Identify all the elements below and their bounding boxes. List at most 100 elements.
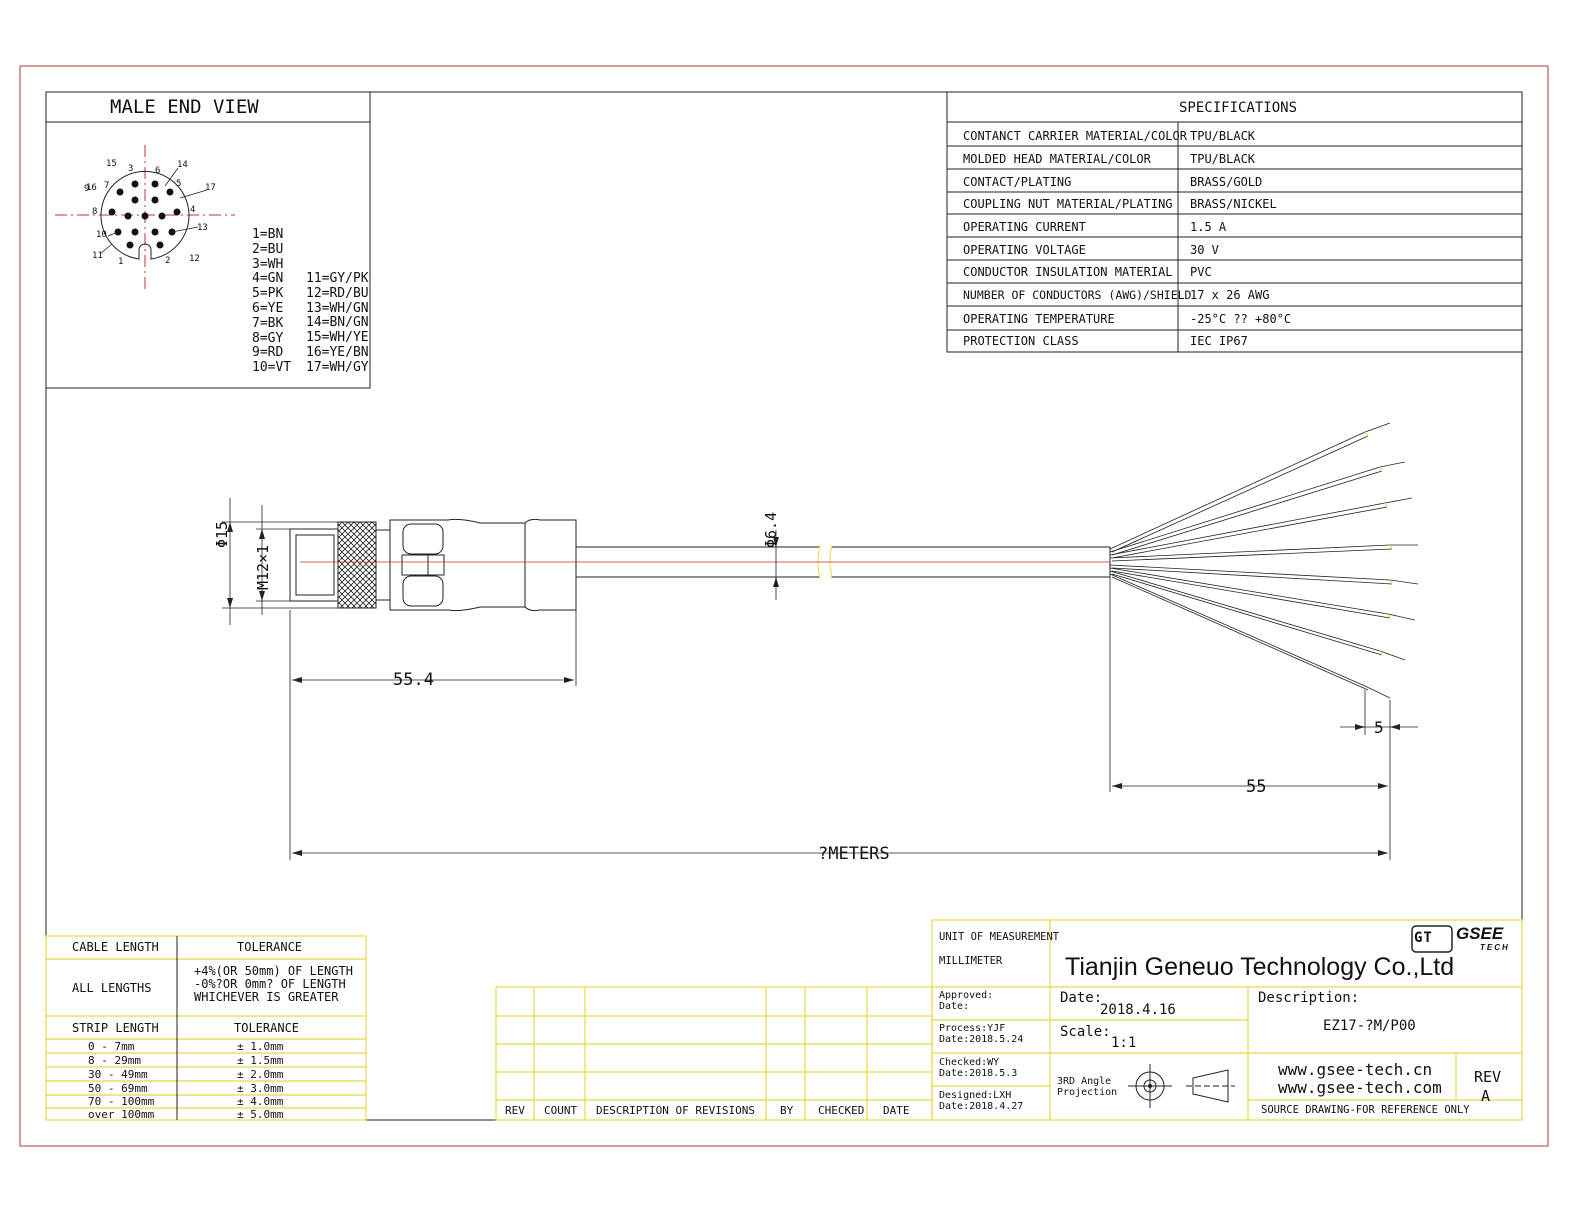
pin-label: 6 <box>155 166 161 176</box>
dim-cable-diameter: Φ6.4 <box>762 511 780 548</box>
spec-value: BRASS/GOLD <box>1190 175 1263 189</box>
strip-tolerance-header: TOLERANCE <box>234 1021 300 1035</box>
dimension-arrows <box>227 522 1400 856</box>
pin-label: 8 <box>92 207 98 217</box>
legend-item: 9=RD <box>252 345 284 361</box>
scale-label: Scale: <box>1060 1024 1111 1040</box>
all-lengths-label: ALL LENGTHS <box>72 981 152 995</box>
pin-label: 10 <box>96 230 107 240</box>
legend-item: 3=WH <box>252 256 284 272</box>
reference-note: SOURCE DRAWING-FOR REFERENCE ONLY <box>1261 1104 1470 1116</box>
strip-tol: ± 1.0mm <box>237 1040 284 1053</box>
spec-label: NUMBER OF CONDUCTORS (AWG)/SHIELD <box>963 288 1192 302</box>
dim-outer-diameter: Φ15 <box>213 520 231 548</box>
logo-mark <box>1411 925 1453 953</box>
unit-label: UNIT OF MEASUREMENT <box>939 931 1060 943</box>
designed-label: Designed:LXH <box>939 1090 1012 1101</box>
revision-table <box>495 986 933 1121</box>
wire-tips <box>1364 431 1393 656</box>
legend-item: 10=VT <box>252 360 292 376</box>
spec-value: TPU/BLACK <box>1190 129 1256 143</box>
checked-label: Checked:WY <box>939 1057 1000 1068</box>
specifications-title: SPECIFICATIONS <box>1179 100 1298 116</box>
strip-tol: ± 1.5mm <box>237 1054 284 1067</box>
color-legend-left: 1=BN 2=BU 3=WH 4=GN 5=PK 6=YE 7=BK 8=GY … <box>252 227 292 376</box>
date-label: Date: <box>1060 990 1103 1006</box>
approved-date: Date: <box>939 1001 970 1012</box>
spec-label: OPERATING VOLTAGE <box>963 243 1086 257</box>
dim-total-length: ?METERS <box>818 844 890 864</box>
description-label: Description: <box>1258 990 1360 1006</box>
strip-range: 30 - 49mm <box>88 1068 148 1081</box>
specifications-table <box>946 91 1523 353</box>
male-end-view-box <box>45 91 371 389</box>
strip-length-header: STRIP LENGTH <box>72 1021 159 1035</box>
process-label: Process:YJF <box>939 1023 1006 1034</box>
legend-item: 14=BN/GN <box>306 315 369 331</box>
spec-label: COUPLING NUT MATERIAL/PLATING <box>963 197 1173 211</box>
dim-thread: M12×1 <box>254 544 272 590</box>
legend-item: 17=WH/GY <box>306 359 369 375</box>
all-lengths-tolerance: +4%(OR 50mm) OF LENGTH -0%?OR 0mm? OF LE… <box>194 965 353 1004</box>
tolerance-line: +4%(OR 50mm) OF LENGTH <box>194 964 353 978</box>
spec-label: CONDUCTOR INSULATION MATERIAL <box>963 265 1173 279</box>
legend-item: 7=BK <box>252 315 284 331</box>
legend-item: 11=GY/PK <box>306 271 369 286</box>
strip-tol: ± 2.0mm <box>237 1068 284 1081</box>
legend-item: 5=PK <box>252 286 284 302</box>
scale-value: 1:1 <box>1111 1035 1137 1051</box>
tolerance-table <box>45 935 367 1121</box>
tolerance-line: WHICHEVER IS GREATER <box>194 990 339 1004</box>
legend-item: 4=GN <box>252 271 284 287</box>
connector-face-diagram <box>55 145 235 290</box>
spec-value: IEC IP67 <box>1190 334 1248 348</box>
spec-label: CONTACT/PLATING <box>963 175 1072 189</box>
pin-label: 13 <box>197 223 208 233</box>
designed-date: Date:2018.4.27 <box>939 1101 1024 1112</box>
pin-label: 7 <box>104 181 110 191</box>
spec-value: PVC <box>1190 265 1212 279</box>
spec-value: TPU/BLACK <box>1190 152 1256 166</box>
logo-sub: TECH <box>1480 943 1510 952</box>
strip-tol: ± 3.0mm <box>237 1082 284 1095</box>
strip-range: 8 - 29mm <box>88 1054 141 1067</box>
spec-label: CONTANCT CARRIER MATERIAL/COLOR <box>963 129 1187 143</box>
tolerance-line: -0%?OR 0mm? OF LENGTH <box>194 977 346 991</box>
pin-label: 11 <box>92 251 103 261</box>
checked-header: CHECKED <box>818 1104 865 1117</box>
spec-value: 1.5 A <box>1190 220 1227 234</box>
pin-label: 12 <box>189 254 200 264</box>
connector-side-view <box>289 518 577 612</box>
pin-label: 15 <box>106 159 117 169</box>
rev-header: REV <box>505 1104 525 1117</box>
legend-item: 2=BU <box>252 241 284 257</box>
spec-label: PROTECTION CLASS <box>963 334 1079 348</box>
dim-fanout-length: 55 <box>1246 777 1267 797</box>
projection-line: Projection <box>1057 1087 1118 1098</box>
logo-text: GSEE <box>1456 924 1504 943</box>
outer-frame <box>19 65 1549 1147</box>
legend-item: 6=YE <box>252 300 284 316</box>
count-header: COUNT <box>544 1104 578 1117</box>
pin-label: 9 <box>84 184 90 194</box>
pin-label: 2 <box>165 256 171 266</box>
approved-label: Approved: <box>939 990 994 1001</box>
spec-value: BRASS/NICKEL <box>1190 197 1277 211</box>
strip-range: 70 - 100mm <box>88 1095 155 1108</box>
pin-label: 1 <box>118 257 124 267</box>
pin-label: 4 <box>190 205 196 215</box>
legend-item: 12=RD/BU <box>306 285 369 301</box>
website-com: www.gsee-tech.com <box>1278 1078 1442 1097</box>
website-cn: www.gsee-tech.cn <box>1278 1060 1433 1079</box>
legend-item: 13=WH/GN <box>306 300 369 316</box>
projection-line: 3RD Angle <box>1057 1076 1112 1087</box>
description-header: DESCRIPTION OF REVISIONS <box>596 1104 755 1117</box>
spec-label: OPERATING CURRENT <box>963 220 1086 234</box>
spec-value: -25°C ?? +80°C <box>1190 312 1292 326</box>
title-block <box>931 919 1523 1121</box>
strip-range: 0 - 7mm <box>88 1040 135 1053</box>
male-end-view-title: MALE END VIEW <box>110 96 259 118</box>
checked-date: Date:2018.5.3 <box>939 1068 1018 1079</box>
pin-label: 14 <box>177 160 188 170</box>
